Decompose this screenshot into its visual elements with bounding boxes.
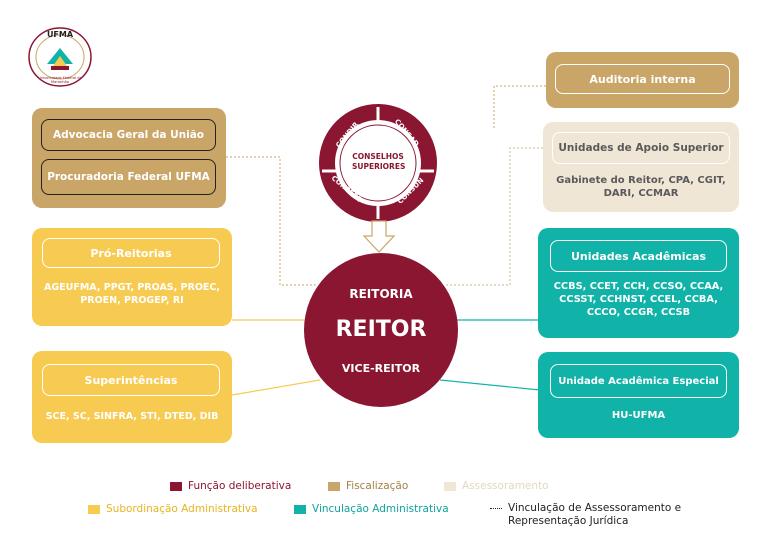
legend-swatch-subordinacao bbox=[88, 504, 100, 514]
apoio-superior-body: Gabinete do Reitor, CPA, CGIT, DARI, CCM… bbox=[556, 175, 726, 199]
pro-reitorias-title: Pró-Reitorias bbox=[42, 238, 220, 268]
advocacia-geral-item: Advocacia Geral da União bbox=[41, 119, 216, 151]
legend-swatch-fiscal bbox=[328, 481, 340, 491]
conselhos-center-label: CONSELHOS SUPERIORES bbox=[352, 152, 406, 171]
fiscalizacao-box: Advocacia Geral da União Procuradoria Fe… bbox=[32, 108, 226, 208]
legend-fiscal: Fiscalização bbox=[328, 480, 408, 492]
legend-label-dotted: Vinculação de Assessoramento e Represent… bbox=[508, 502, 682, 527]
pro-reitorias-body: AGEUFMA, PPGT, PROAS, PROEC, PROEN, PROG… bbox=[44, 282, 220, 306]
superintendencias-body: SCE, SC, SINFRA, STI, DTED, DIB bbox=[45, 411, 219, 422]
ufma-logo: UFMA Universidade Federal do Maranhão bbox=[27, 26, 93, 88]
procuradoria-federal-item: Procuradoria Federal UFMA bbox=[41, 159, 216, 195]
apoio-superior-box: Unidades de Apoio Superior Gabinete do R… bbox=[543, 122, 739, 212]
reitor-label: REITOR bbox=[335, 317, 427, 342]
legend-swatch-assessoramento bbox=[444, 481, 456, 491]
arrow-down-icon bbox=[362, 220, 396, 253]
apoio-superior-title: Unidades de Apoio Superior bbox=[552, 132, 730, 164]
conselhos-superiores: CONDIR CONSAD CONSEPE CONSUN CONSELHOS S… bbox=[318, 103, 438, 223]
auditoria-box: Auditoria interna bbox=[546, 52, 739, 108]
legend-dotted-line bbox=[490, 508, 502, 509]
vice-reitor-label: VICE-REITOR bbox=[341, 362, 421, 375]
unidades-academicas-box: Unidades Acadêmicas CCBS, CCET, CCH, CCS… bbox=[538, 228, 739, 338]
auditoria-title: Auditoria interna bbox=[555, 64, 730, 94]
legend-label-vinculacao: Vinculação Administrativa bbox=[312, 503, 449, 515]
unidade-especial-body: HU-UFMA bbox=[611, 410, 666, 421]
legend-vinculacao: Vinculação Administrativa bbox=[294, 503, 449, 515]
unidade-especial-title: Unidade Acadêmica Especial bbox=[550, 364, 727, 398]
reitoria-title: REITORIA bbox=[349, 287, 413, 301]
legend-deliberative: Função deliberativa bbox=[170, 480, 291, 492]
legend-label-assessoramento: Assessoramento bbox=[462, 480, 549, 492]
legend-assessoramento: Assessoramento bbox=[444, 480, 549, 492]
legend-subordinacao: Subordinação Administrativa bbox=[88, 503, 258, 515]
legend-label-deliberative: Função deliberativa bbox=[188, 480, 292, 492]
unidades-academicas-title: Unidades Acadêmicas bbox=[550, 240, 727, 272]
legend-label-subordinacao: Subordinação Administrativa bbox=[106, 503, 258, 515]
legend-swatch-vinculacao bbox=[294, 504, 306, 514]
superintendencias-box: Superintências SCE, SC, SINFRA, STI, DTE… bbox=[32, 351, 232, 443]
pro-reitorias-box: Pró-Reitorias AGEUFMA, PPGT, PROAS, PROE… bbox=[32, 228, 232, 326]
legend-swatch-deliberative bbox=[170, 481, 182, 491]
unidade-especial-box: Unidade Acadêmica Especial HU-UFMA bbox=[538, 352, 739, 438]
superintendencias-title: Superintências bbox=[42, 364, 220, 396]
logo-ring-text: Universidade Federal do Maranhão bbox=[38, 76, 82, 84]
logo-text: UFMA bbox=[46, 30, 74, 39]
reitoria-circle bbox=[304, 253, 458, 407]
legend-label-fiscal: Fiscalização bbox=[346, 480, 409, 492]
legend-dotted: Vinculação de Assessoramento e Represent… bbox=[490, 502, 708, 528]
unidades-academicas-body: CCBS, CCET, CCH, CCSO, CCAA, CCSST, CCHN… bbox=[553, 281, 724, 318]
